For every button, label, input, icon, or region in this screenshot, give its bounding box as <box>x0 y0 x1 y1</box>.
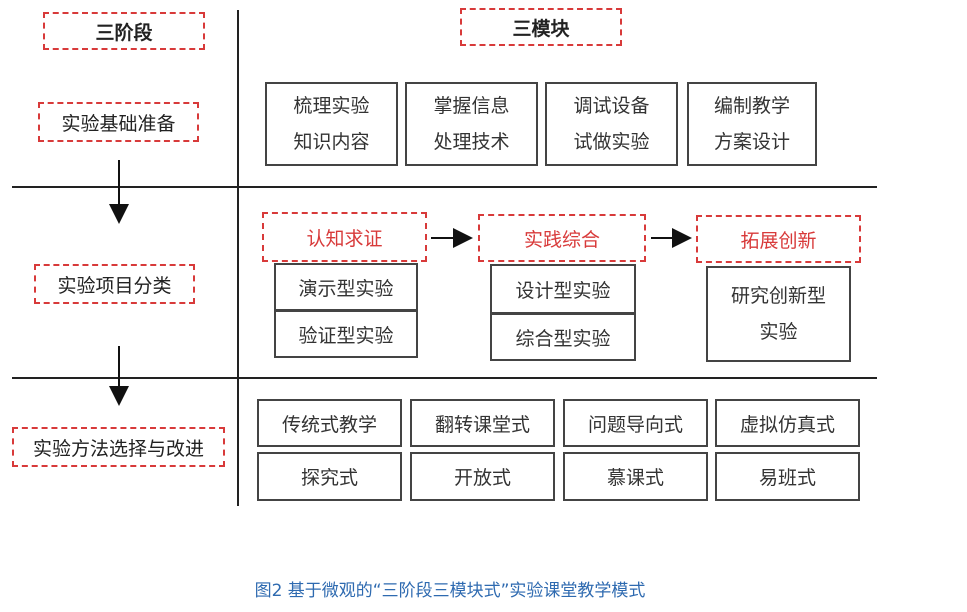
prep-module-1-line1: 梳理实验 <box>293 95 370 117</box>
method-mooc: 慕课式 <box>563 452 708 501</box>
column-divider <box>237 10 239 506</box>
category-title-practice: 实践综合 <box>478 214 646 262</box>
modules-header: 三模块 <box>460 8 622 46</box>
method-flipped: 翻转课堂式 <box>410 399 555 447</box>
prep-module-3: 调试设备 试做实验 <box>545 82 678 166</box>
prep-module-1: 梳理实验 知识内容 <box>265 82 398 166</box>
category-item-research: 研究创新型 实验 <box>706 266 851 362</box>
figure-caption: 图2 基于微观的“三阶段三模块式”实验课堂教学模式 <box>254 581 646 601</box>
category-title-cognitive: 认知求证 <box>262 212 427 262</box>
category-item-comprehensive: 综合型实验 <box>490 313 636 361</box>
row-divider-2 <box>12 377 877 379</box>
category-item-research-line1: 研究创新型 <box>730 285 826 307</box>
prep-module-4-line1: 编制教学 <box>713 95 790 117</box>
stage-label-classify: 实验项目分类 <box>34 264 195 304</box>
stage-label-method: 实验方法选择与改进 <box>12 427 225 467</box>
method-problem: 问题导向式 <box>563 399 708 447</box>
prep-module-2: 掌握信息 处理技术 <box>405 82 538 166</box>
prep-module-2-line2: 处理技术 <box>433 131 510 153</box>
category-item-design: 设计型实验 <box>490 264 636 314</box>
category-item-demo: 演示型实验 <box>274 263 418 311</box>
stage-label-prep: 实验基础准备 <box>38 102 199 142</box>
category-title-innovation: 拓展创新 <box>696 215 861 263</box>
prep-module-3-line2: 试做实验 <box>573 131 650 153</box>
prep-module-4-line2: 方案设计 <box>713 131 790 153</box>
stages-header: 三阶段 <box>43 12 205 50</box>
method-traditional: 传统式教学 <box>257 399 402 447</box>
category-item-research-line2: 实验 <box>759 321 798 343</box>
prep-module-1-line2: 知识内容 <box>293 131 370 153</box>
prep-module-3-line1: 调试设备 <box>573 95 650 117</box>
method-inquiry: 探究式 <box>257 452 402 501</box>
row-divider-1 <box>12 186 877 188</box>
method-yiban: 易班式 <box>715 452 860 501</box>
method-open: 开放式 <box>410 452 555 501</box>
prep-module-4: 编制教学 方案设计 <box>687 82 817 166</box>
method-virtual: 虚拟仿真式 <box>715 399 860 447</box>
category-item-verify: 验证型实验 <box>274 310 418 358</box>
prep-module-2-line1: 掌握信息 <box>433 95 510 117</box>
